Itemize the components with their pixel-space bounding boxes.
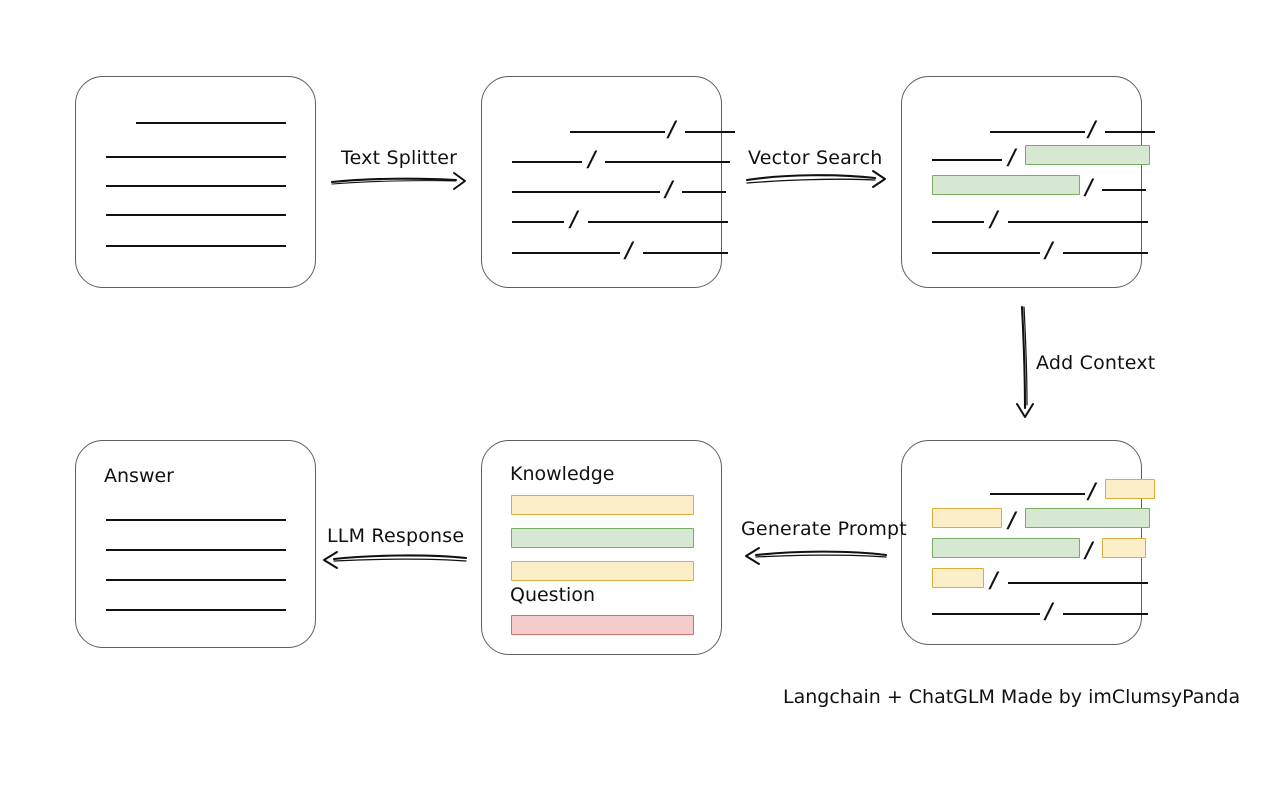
- context-chunk-highlight: [1105, 479, 1155, 499]
- chunk-row: /: [932, 111, 1155, 141]
- chunk-separator: /: [1088, 116, 1096, 141]
- chunk-row: /: [932, 562, 1148, 592]
- doc-line: [106, 214, 286, 216]
- chunk-segment: [643, 252, 728, 254]
- chunk-segment: [990, 131, 1085, 133]
- arrow-llm-response: [323, 551, 468, 569]
- chunk-segment: [570, 131, 665, 133]
- arrow-label-generate-prompt: Generate Prompt: [741, 518, 907, 540]
- chunk-row: /: [512, 232, 728, 262]
- answer-line: [106, 549, 286, 551]
- chunk-segment: [932, 159, 1002, 161]
- chunk-segment: [512, 252, 620, 254]
- node-context-added-chunks[interactable]: / / / / /: [901, 440, 1155, 645]
- chunk-separator: /: [570, 206, 578, 231]
- chunk-segment: [932, 613, 1040, 615]
- knowledge-heading: Knowledge: [510, 463, 615, 485]
- answer-line: [106, 579, 286, 581]
- chunk-separator: /: [1045, 237, 1053, 262]
- arrow-generate-prompt: [745, 547, 888, 565]
- chunk-separator: /: [665, 176, 673, 201]
- chunk-separator: /: [1085, 174, 1093, 199]
- chunk-segment: [1008, 582, 1148, 584]
- footer-credit: Langchain + ChatGLM Made by imClumsyPand…: [783, 686, 1241, 708]
- chunk-segment: [1102, 189, 1146, 191]
- chunk-segment: [1063, 613, 1148, 615]
- chunk-segment: [588, 221, 728, 223]
- doc-line: [136, 122, 286, 124]
- arrow-label-llm-response: LLM Response: [327, 525, 465, 547]
- arrow-label-add-context: Add Context: [1036, 352, 1156, 374]
- chunk-segment: [932, 252, 1040, 254]
- chunk-separator: /: [625, 237, 633, 262]
- question-bar: [511, 615, 694, 635]
- chunk-segment: [932, 221, 984, 223]
- chunk-separator: /: [1088, 478, 1096, 503]
- chunk-segment: [512, 191, 660, 193]
- chunk-row: /: [932, 201, 1148, 231]
- context-chunk-highlight: [932, 568, 984, 588]
- chunk-separator: /: [1008, 507, 1016, 532]
- chunk-row: /: [932, 473, 1155, 503]
- retrieved-chunk-highlight: [932, 175, 1080, 195]
- chunk-segment: [1105, 131, 1155, 133]
- node-split-chunks[interactable]: / / / / /: [481, 76, 735, 288]
- doc-line: [106, 245, 286, 247]
- chunk-segment: [685, 131, 735, 133]
- chunk-segment: [682, 191, 726, 193]
- chunk-separator: /: [1045, 598, 1053, 623]
- answer-line: [106, 609, 286, 611]
- arrow-label-text-splitter: Text Splitter: [341, 147, 458, 169]
- chunk-row: /: [932, 139, 1150, 169]
- chunk-row: /: [512, 111, 735, 141]
- node-vector-search-results[interactable]: / / / / /: [901, 76, 1155, 288]
- chunk-separator: /: [990, 567, 998, 592]
- arrow-text-splitter: [330, 172, 466, 190]
- answer-line: [106, 519, 286, 521]
- arrow-label-vector-search: Vector Search: [748, 147, 883, 169]
- knowledge-bar: [511, 495, 694, 515]
- chunk-row: /: [932, 532, 1146, 562]
- retrieved-chunk-highlight: [1025, 145, 1150, 165]
- arrow-add-context: [1016, 305, 1034, 418]
- retrieved-chunk-highlight: [1025, 508, 1150, 528]
- chunk-separator: /: [1008, 144, 1016, 169]
- chunk-segment: [1008, 221, 1148, 223]
- doc-line: [106, 156, 286, 158]
- node-source-document[interactable]: [75, 76, 316, 288]
- chunk-row: /: [932, 232, 1148, 262]
- chunk-separator: /: [990, 206, 998, 231]
- doc-line: [106, 185, 286, 187]
- chunk-row: /: [512, 201, 728, 231]
- context-chunk-highlight: [1102, 538, 1146, 558]
- arrow-vector-search: [745, 170, 886, 188]
- chunk-separator: /: [1085, 537, 1093, 562]
- node-answer-card[interactable]: Answer: [75, 440, 316, 648]
- chunk-separator: /: [668, 116, 676, 141]
- chunk-segment: [512, 161, 582, 163]
- context-chunk-highlight: [932, 508, 1002, 528]
- chunk-row: /: [932, 502, 1150, 532]
- chunk-separator: /: [588, 146, 596, 171]
- answer-heading: Answer: [104, 465, 174, 487]
- knowledge-bar: [511, 528, 694, 548]
- question-heading: Question: [510, 584, 595, 606]
- retrieved-chunk-highlight: [932, 538, 1080, 558]
- knowledge-bar: [511, 561, 694, 581]
- chunk-row: /: [932, 593, 1148, 623]
- chunk-row: /: [512, 141, 730, 171]
- chunk-segment: [1063, 252, 1148, 254]
- chunk-segment: [605, 161, 730, 163]
- chunk-row: /: [932, 169, 1146, 199]
- node-prompt-card[interactable]: Knowledge Question: [481, 440, 722, 655]
- chunk-segment: [990, 493, 1085, 495]
- chunk-row: /: [512, 171, 726, 201]
- chunk-segment: [512, 221, 564, 223]
